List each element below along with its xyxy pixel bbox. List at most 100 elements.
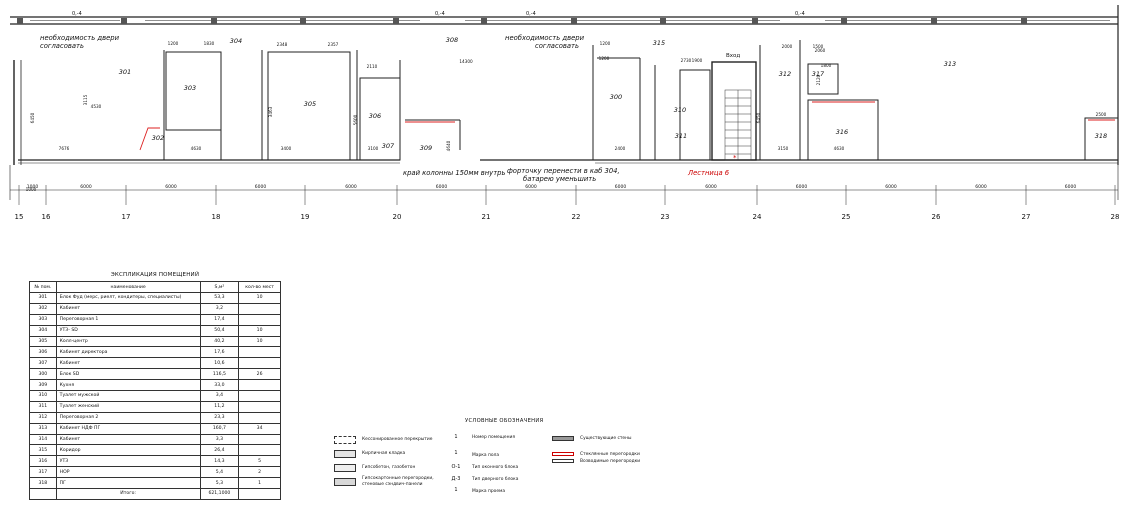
- area-cell: 50,4: [199, 324, 240, 337]
- seats-cell: [238, 357, 281, 370]
- plan-dimension: 7676: [59, 146, 70, 151]
- plan-dimension: 14300: [459, 59, 473, 64]
- partitions: [163, 40, 1119, 161]
- axis-dimension: 6000: [1065, 184, 1077, 190]
- legend-glass: Стеклянные перегородки: [580, 452, 640, 457]
- axis-label: 21: [482, 213, 491, 221]
- door-type-symbol: Д-3: [451, 476, 461, 482]
- door-note-2-line2: согласовать: [535, 42, 579, 50]
- axis-dimension: 6000: [525, 184, 537, 190]
- total-value: 621,1000: [199, 488, 240, 500]
- legend-title: УСЛОВНЫЕ ОБОЗНАЧЕНИЯ: [465, 418, 544, 424]
- area-cell: 14,3: [199, 455, 240, 468]
- room-number-cell: 314: [29, 433, 57, 446]
- room-name-cell: Кабинет: [55, 357, 201, 370]
- room-label: 312: [779, 70, 791, 78]
- room-label: 315: [653, 39, 665, 47]
- room-label: 307: [382, 142, 395, 150]
- room-name-cell: Блок Фуд (мерс, риелт, кондитеры, специа…: [55, 292, 201, 304]
- room-label: 301: [119, 68, 131, 76]
- room-name-cell: Кабинет директора: [55, 346, 201, 359]
- col-header-num: № пом.: [29, 281, 57, 293]
- axis-label: 19: [301, 213, 310, 221]
- area-cell: 11,2: [199, 400, 240, 413]
- plan-dimension: 2500: [1096, 112, 1107, 117]
- room-name-cell: Туалет женский: [55, 400, 201, 413]
- plan-dimension: 2348: [277, 42, 288, 47]
- vent-note-line1: форточку перенести в каб 304,: [507, 167, 620, 175]
- room-name-cell: Кабинет НДФ ПГ: [55, 422, 201, 435]
- room-name-cell: УТЗ: [55, 455, 201, 468]
- plan-dimension: 1000: [26, 187, 37, 192]
- axis-dimension: 6000: [165, 184, 177, 190]
- seats-cell: [238, 379, 281, 392]
- legend-existing: Существующие стены: [580, 436, 632, 441]
- level-mark-4: 0,-4: [795, 11, 805, 17]
- area-cell: 5,4: [199, 466, 240, 479]
- door-note-1-line1: необходимость двери: [40, 34, 120, 42]
- axis-label: 26: [932, 213, 941, 221]
- room-number-cell: 309: [29, 379, 57, 392]
- glass-swatch: [552, 452, 574, 456]
- axis-label: 28: [1111, 213, 1120, 221]
- plan-dimension: 2060: [815, 48, 826, 53]
- legend-brick: Кирпичная кладка: [362, 451, 406, 456]
- col-header-seats: кол-во мест: [238, 281, 281, 293]
- seats-cell: [238, 390, 281, 402]
- room-name-cell: Коридор: [55, 444, 201, 457]
- stair-label: Лестница 6: [687, 169, 730, 177]
- room-label: 302: [152, 134, 164, 142]
- room-label: 316: [836, 128, 848, 136]
- room-number-cell: 311: [29, 400, 57, 413]
- room-label: 318: [1095, 132, 1107, 140]
- plan-dimension: 3115: [83, 94, 88, 105]
- room-number-cell: 304: [29, 324, 57, 337]
- plan-dimension: 4630: [834, 146, 845, 151]
- axis-dimension: 1000: [27, 184, 39, 190]
- area-cell: 17,6: [199, 346, 240, 359]
- room-name-cell: Колл-центр: [55, 335, 201, 348]
- room-name-cell: Переговорная 2: [55, 411, 201, 424]
- room-label: 311: [675, 132, 687, 140]
- legend-partition-1: Гипсокартонные перегородки,: [362, 476, 434, 481]
- axis-label: 23: [661, 213, 670, 221]
- room-number-symbol: 1: [454, 434, 458, 440]
- seats-cell: 5: [238, 455, 281, 468]
- seats-cell: 34: [238, 422, 281, 435]
- window-type-symbol: О-1: [451, 464, 461, 470]
- legend-door-type: Тип дверного блока: [472, 477, 519, 482]
- door-note-2-line1: необходимость двери: [505, 34, 585, 42]
- table-total-row: Итого: 621,1000: [29, 488, 281, 500]
- room-number-cell: 315: [29, 444, 57, 457]
- plan-dimension: 6450: [30, 112, 35, 123]
- legend: УСЛОВНЫЕ ОБОЗНАЧЕНИЯ Кессонированное пер…: [330, 414, 670, 504]
- axis-label: 24: [753, 213, 762, 221]
- room-label: 303: [184, 84, 196, 92]
- axis-dimension: 6000: [615, 184, 627, 190]
- room-name-cell: Кабинет: [55, 433, 201, 446]
- floor-mark-symbol: 1: [454, 450, 458, 456]
- plan-dimension: 4630: [191, 146, 202, 151]
- axis-dimension: 6000: [705, 184, 717, 190]
- room-label: 306: [369, 112, 381, 120]
- seats-cell: 10: [238, 335, 281, 348]
- plan-dimension: 1200: [599, 56, 610, 61]
- room-number-cell: 303: [29, 313, 57, 326]
- level-mark-3: 0,-4: [526, 11, 536, 17]
- room-number-cell: 313: [29, 422, 57, 435]
- seats-cell: [238, 433, 281, 446]
- legend-opening-mark: Марка проема: [472, 489, 506, 494]
- seats-cell: [238, 302, 281, 315]
- area-cell: 5,3: [199, 477, 240, 490]
